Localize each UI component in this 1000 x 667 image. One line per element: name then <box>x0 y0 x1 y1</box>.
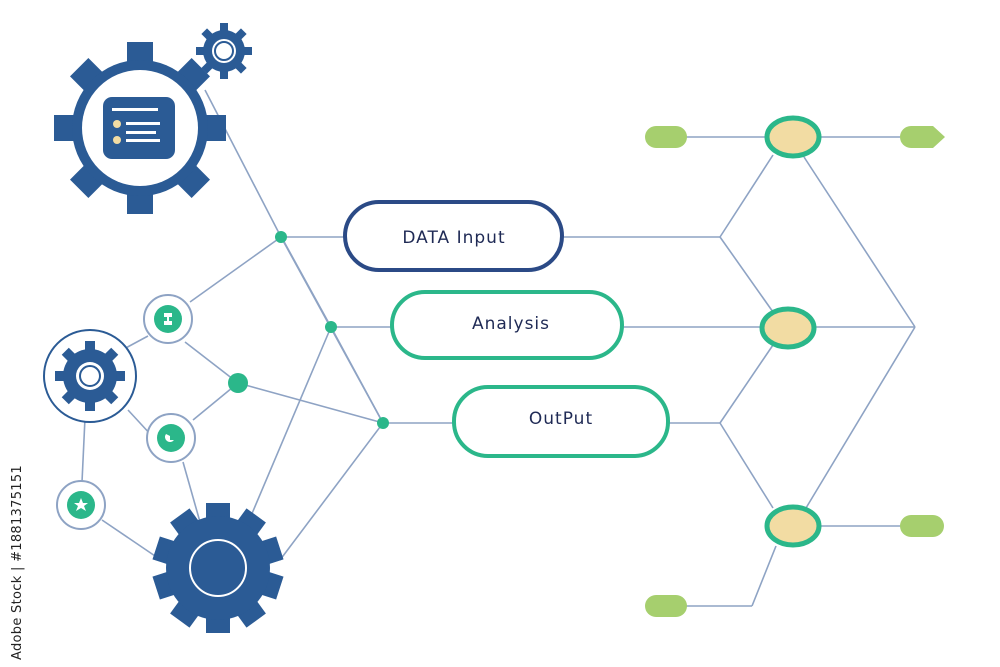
leaf-endpoints <box>645 126 945 617</box>
puzzle-icon <box>146 413 196 463</box>
output-pill: OutPut <box>452 385 670 458</box>
analysis-pill: Analysis <box>390 290 624 360</box>
leaf-endpoint <box>645 126 687 148</box>
gear-icon <box>43 329 137 423</box>
gear-icon <box>152 503 284 633</box>
stock-credit: Adobe Stock | #1881375151 <box>10 465 25 660</box>
document-icon <box>103 97 175 159</box>
leaf-endpoint <box>900 126 945 148</box>
leaf-endpoint <box>900 515 944 537</box>
analysis-label: Analysis <box>472 314 550 334</box>
junction-dots <box>228 231 389 429</box>
process-node <box>764 504 822 548</box>
output-label: OutPut <box>529 409 593 429</box>
data-input-pill: DATA Input <box>343 200 564 272</box>
gear-icon <box>196 23 252 79</box>
process-node <box>764 115 822 159</box>
puzzle-icon <box>143 294 193 344</box>
data-input-label: DATA Input <box>402 228 505 248</box>
star-icon <box>56 480 106 530</box>
process-node <box>759 306 817 350</box>
right-network-lines <box>562 136 916 607</box>
leaf-endpoint <box>645 595 687 617</box>
